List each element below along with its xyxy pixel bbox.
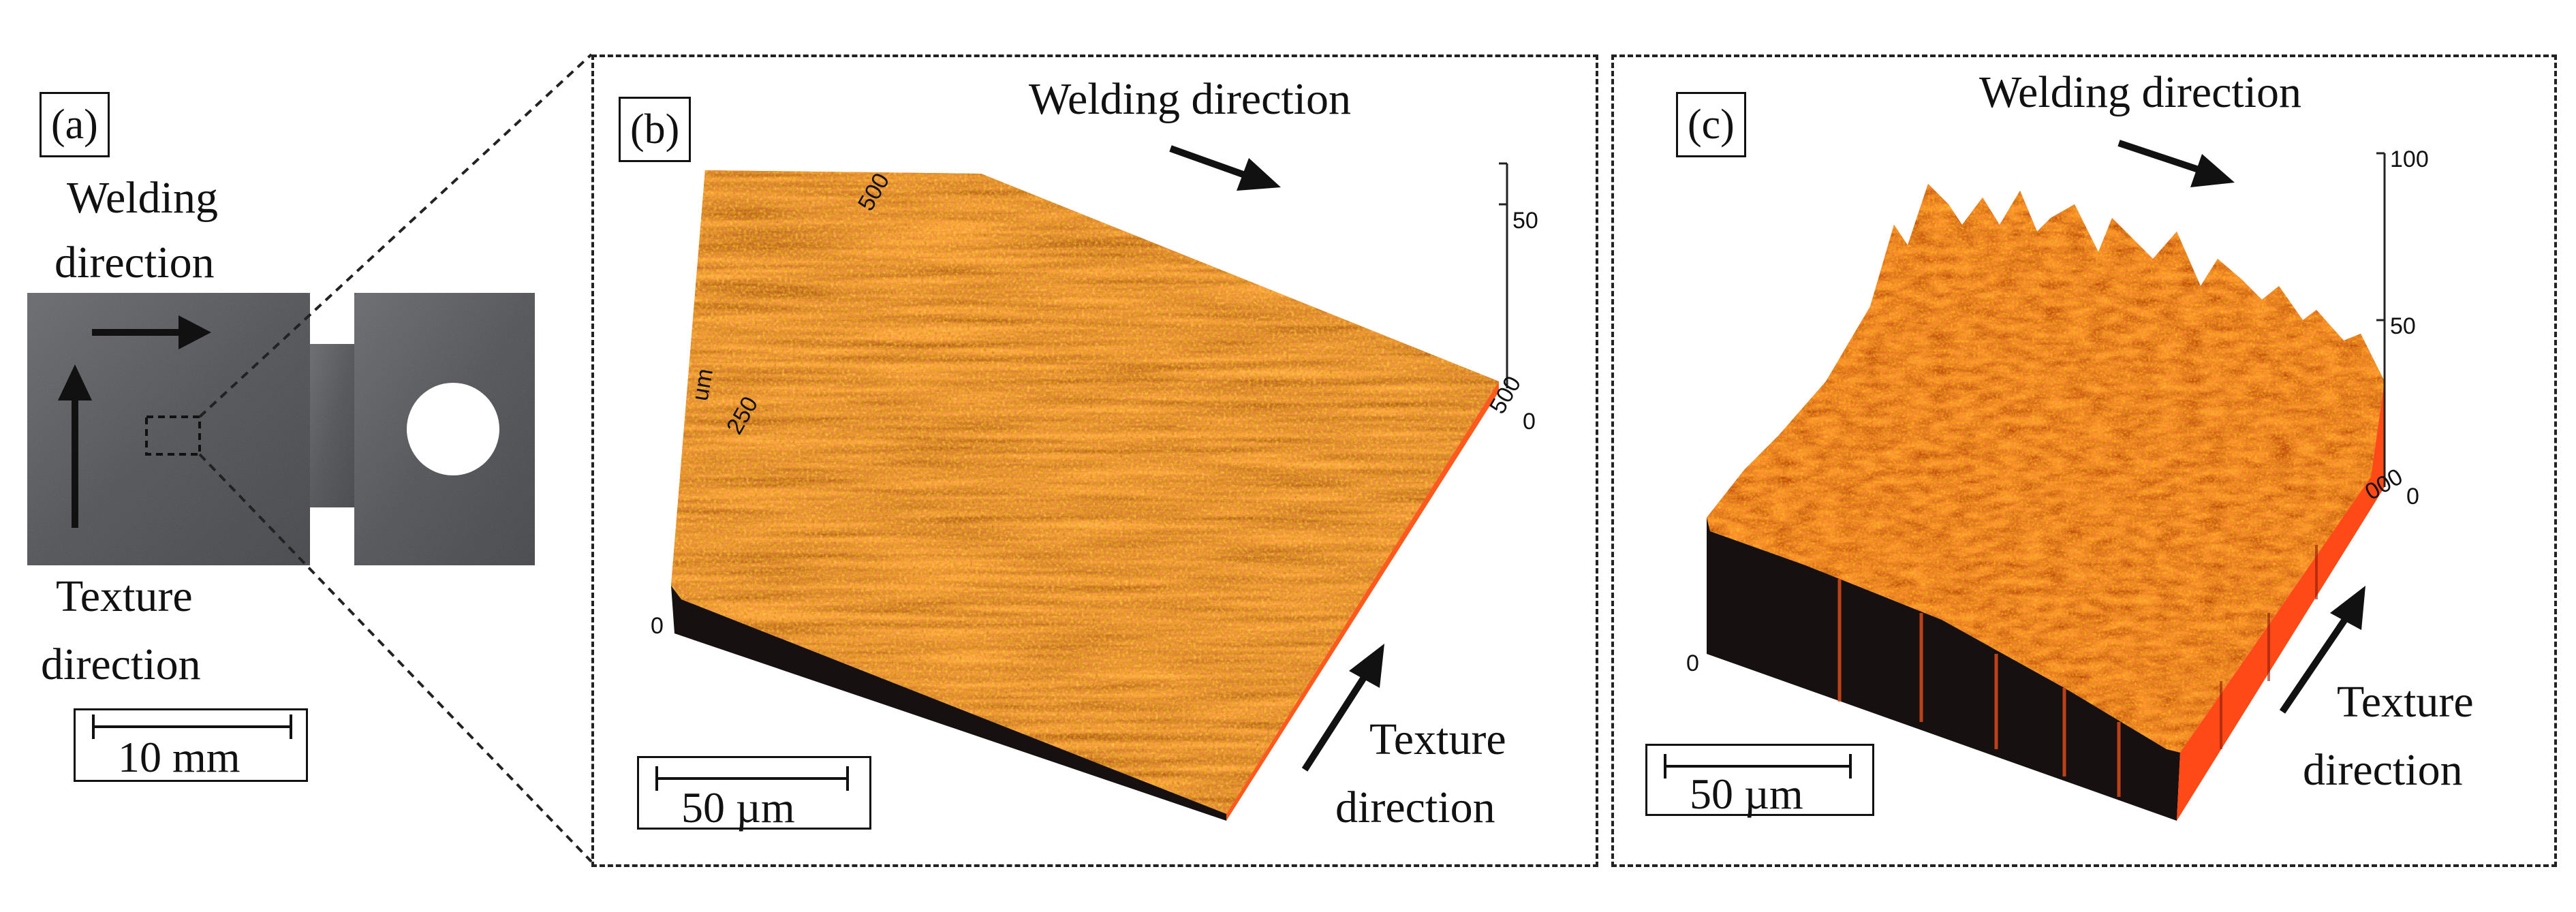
panel-c-welding-direction: Welding direction xyxy=(1979,67,2302,117)
surface-c-side-face xyxy=(2177,381,2385,821)
panel-c-z-tick-100: 100 xyxy=(2390,146,2429,172)
surface-b-front-face xyxy=(671,586,1226,821)
panel-c-scale-bar: 50 µm xyxy=(1645,744,1874,818)
panel-a-texture-direction-line1: Texture xyxy=(56,571,193,621)
panel-c-label: (c) xyxy=(1676,92,1746,157)
sample-region-marker xyxy=(145,415,201,456)
zoom-line-top xyxy=(198,53,593,418)
panel-c-scale-label: 50 µm xyxy=(1690,770,1803,818)
plate-hole xyxy=(407,383,499,475)
panel-c-frame xyxy=(1611,54,2557,867)
panel-b-z-tick-50: 50 xyxy=(1512,208,1538,234)
panel-c-texture-direction-line2: direction xyxy=(2303,745,2463,795)
panel-c-axis-tick-0: 0 xyxy=(1686,650,1699,676)
panel-c-texture-direction-line1: Texture xyxy=(2337,677,2474,727)
panel-b-welding-direction: Welding direction xyxy=(1029,74,1352,124)
panel-b-texture-direction-line2: direction xyxy=(1335,783,1495,832)
panel-b-axis-tick-0-right: 0 xyxy=(1523,409,1536,435)
surface-c-front-face xyxy=(1707,518,2180,821)
texture-direction-arrow-c xyxy=(2279,586,2365,714)
panel-a-welding-direction-line2: direction xyxy=(55,238,215,287)
surface-b-side-face xyxy=(1226,381,1499,821)
welding-direction-arrow-b xyxy=(1169,145,1281,191)
panel-a-texture-direction-line2: direction xyxy=(41,640,201,689)
welding-direction-arrow-c xyxy=(2117,140,2235,187)
panel-b-axis-unit: um xyxy=(687,366,718,403)
panel-c-axis-tick-0-right: 0 xyxy=(2406,484,2419,509)
panel-b-frame xyxy=(591,54,1598,867)
panel-b-scale-label: 50 µm xyxy=(681,783,795,832)
panel-b-texture-direction-line1: Texture xyxy=(1369,714,1506,764)
panel-b-label: (b) xyxy=(619,97,692,162)
panel-b-axis-tick-0: 0 xyxy=(651,613,664,639)
panel-c-scale-line xyxy=(1664,754,1852,779)
panel-a-label: (a) xyxy=(40,92,110,157)
panel-a-scale-bar: 10 mm xyxy=(74,708,308,782)
panel-a-scale-line xyxy=(92,714,292,739)
panel-c-z-tick-50: 50 xyxy=(2390,313,2416,339)
texture-direction-arrow-a xyxy=(58,364,92,528)
panel-a-welding-direction-line1: Welding xyxy=(67,173,218,223)
panel-b-scale-bar: 50 µm xyxy=(637,756,871,832)
texture-direction-arrow-b xyxy=(1301,644,1384,772)
panel-b-scale-line xyxy=(655,766,849,791)
welding-direction-arrow-a xyxy=(92,315,211,349)
panel-a-scale-label: 10 mm xyxy=(118,733,240,781)
